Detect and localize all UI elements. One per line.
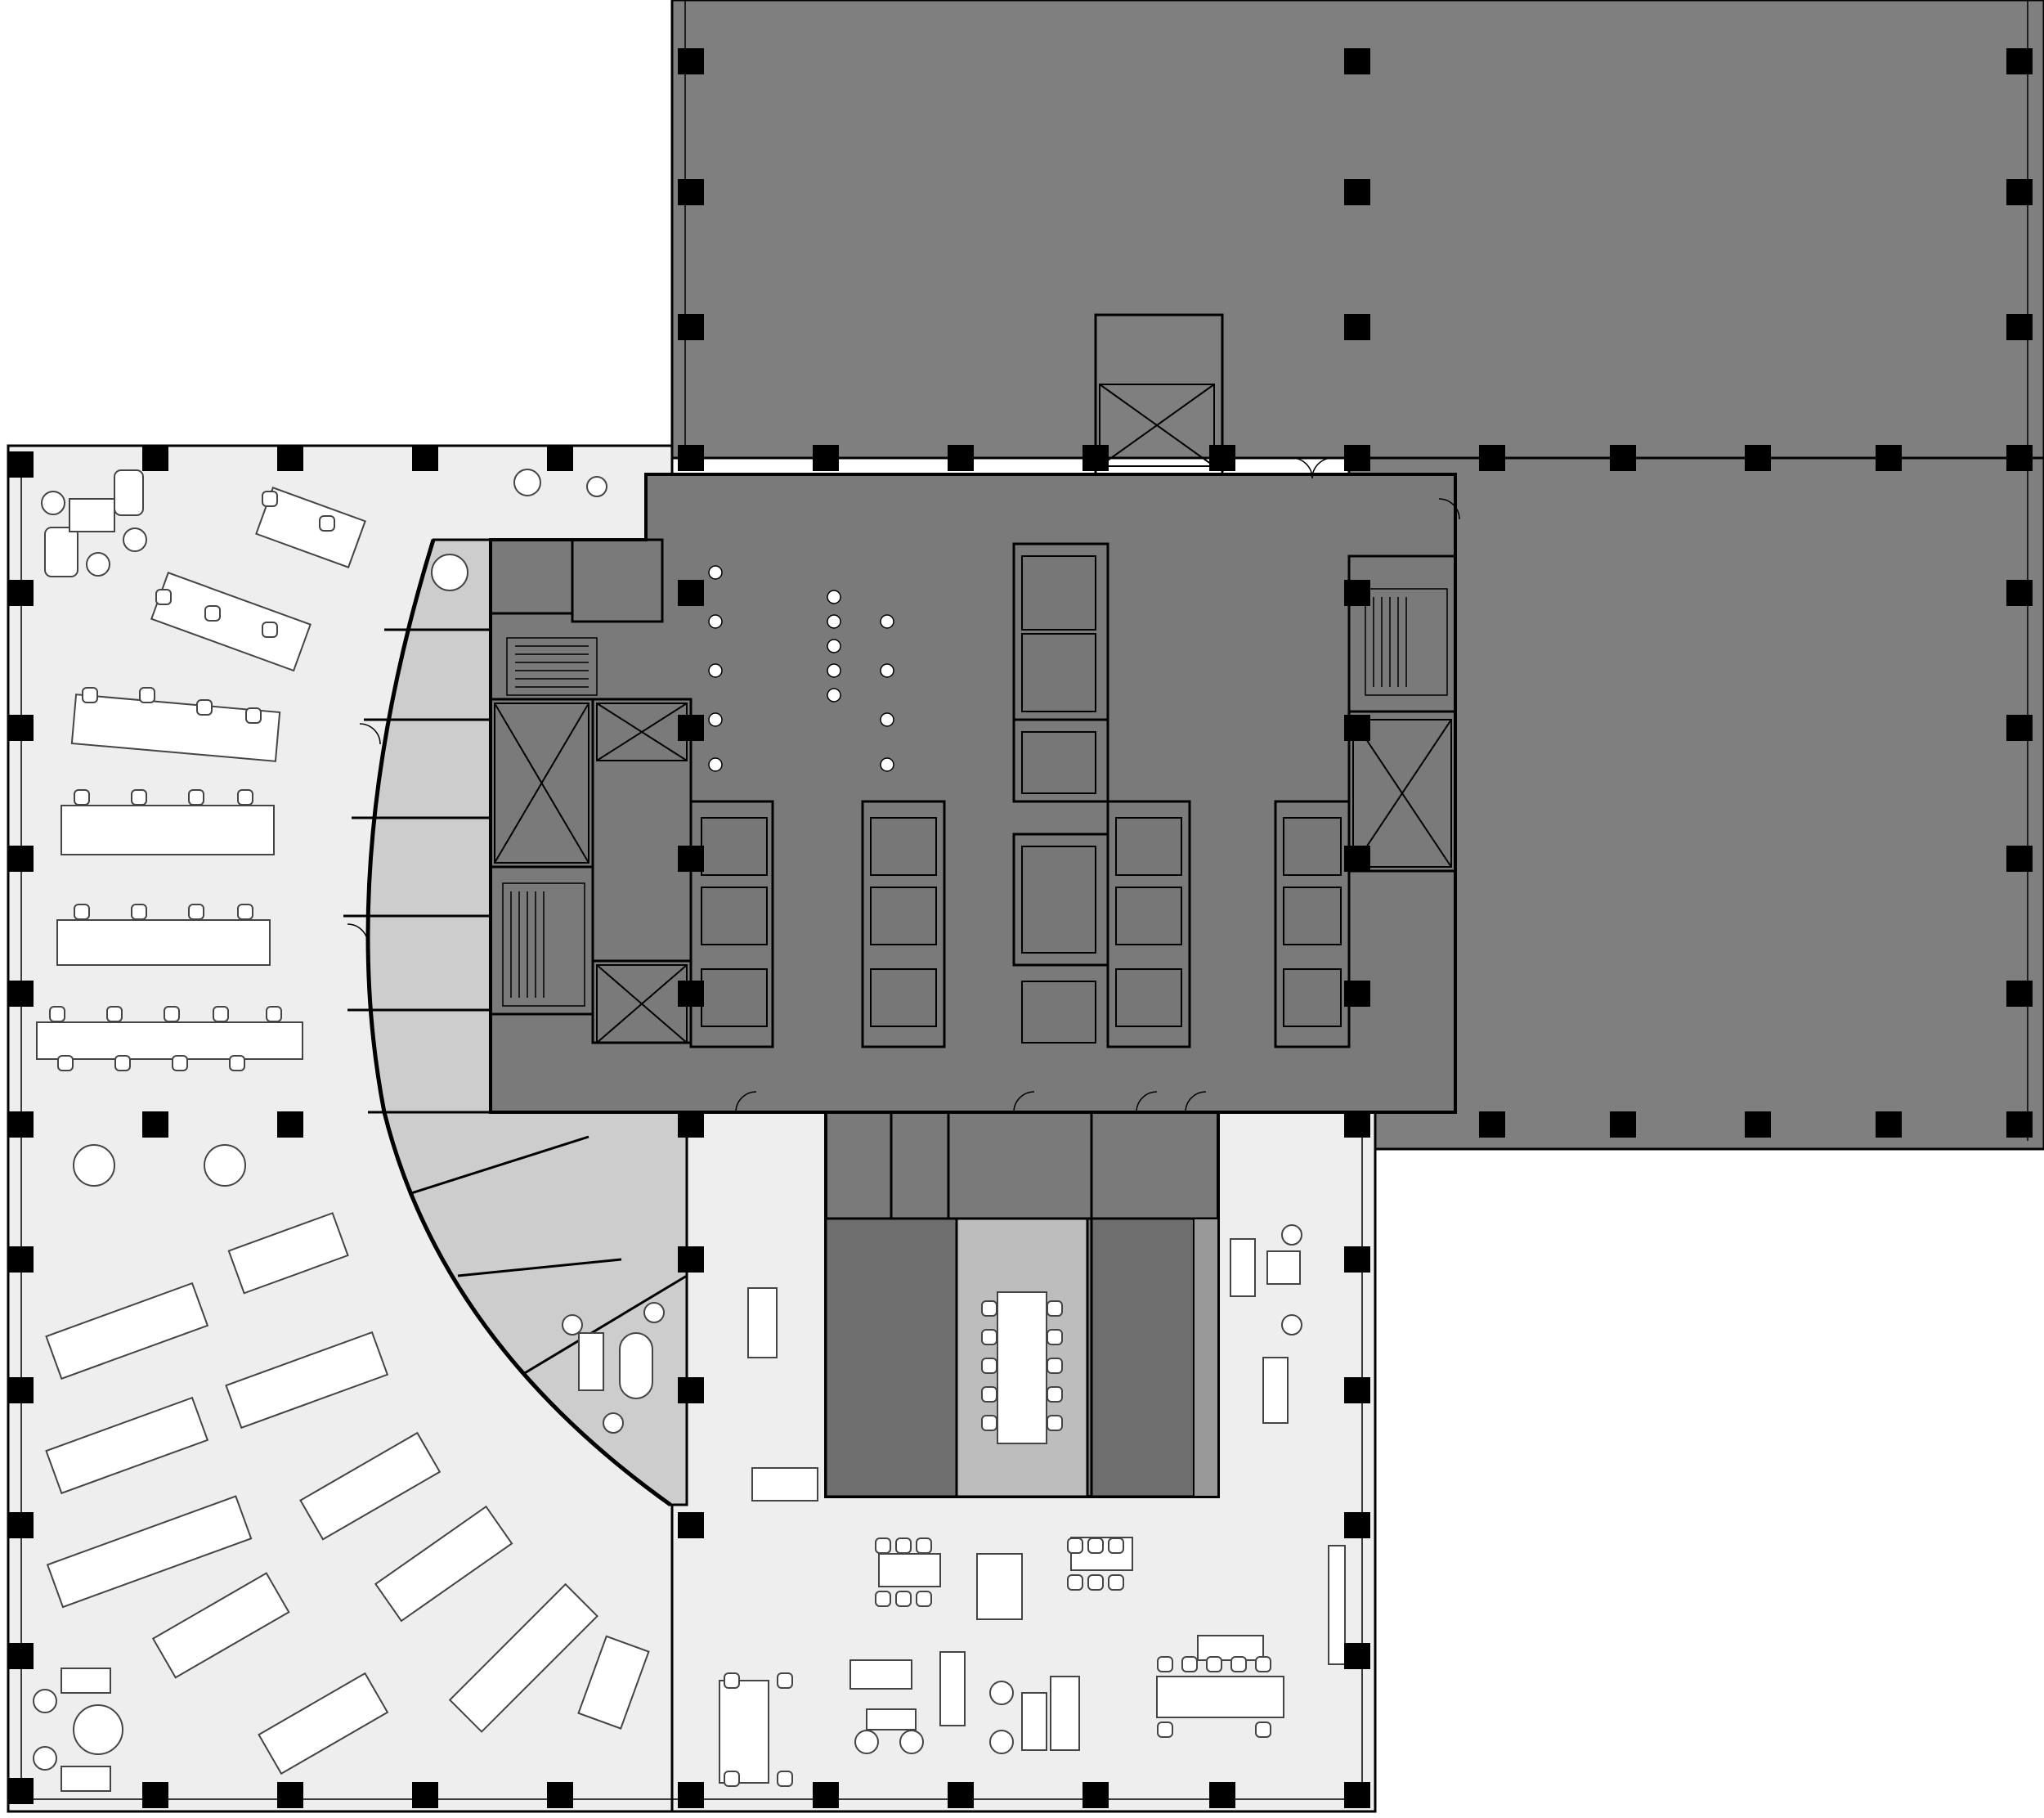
toilet-fixture xyxy=(708,565,894,772)
conference-room xyxy=(824,1217,1219,1498)
stair xyxy=(502,588,1448,1007)
cafe-table xyxy=(747,1287,1346,1718)
core-subcells xyxy=(701,555,1342,1044)
elevator-shaft xyxy=(494,384,1452,1044)
door-swing xyxy=(347,457,1460,1113)
office-partitions xyxy=(343,539,688,1507)
unoccupied-zone-upper xyxy=(670,0,2044,1151)
lounge-chair xyxy=(33,469,1302,1792)
desk-workstation xyxy=(36,487,769,1784)
